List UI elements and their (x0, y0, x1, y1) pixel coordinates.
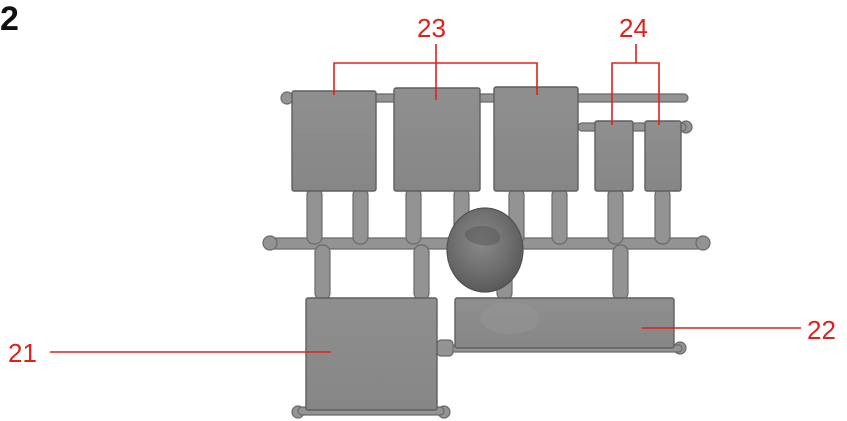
middle-runner-right-knob (695, 235, 711, 251)
parts-23 (291, 86, 579, 192)
callout-leaders (50, 44, 801, 353)
figure-number: 2 (0, 0, 19, 38)
top-runner-left-knob (280, 91, 294, 105)
callout-label-23: 23 (417, 13, 446, 43)
part-23-b (393, 87, 481, 192)
part-24-b (644, 120, 682, 192)
callout-label-24: 24 (619, 13, 648, 43)
callout-label-22: 22 (807, 315, 836, 345)
middle-runner-left-knob (262, 235, 278, 251)
callout-label-21: 21 (8, 338, 37, 368)
part-22 (454, 297, 675, 349)
lower-connectors (314, 244, 629, 357)
part-21 (305, 297, 438, 411)
central-hub (446, 207, 524, 293)
part-23-c (493, 86, 579, 192)
part-23-a (291, 90, 377, 192)
part-24-a (594, 120, 634, 192)
parts-24 (594, 120, 682, 192)
